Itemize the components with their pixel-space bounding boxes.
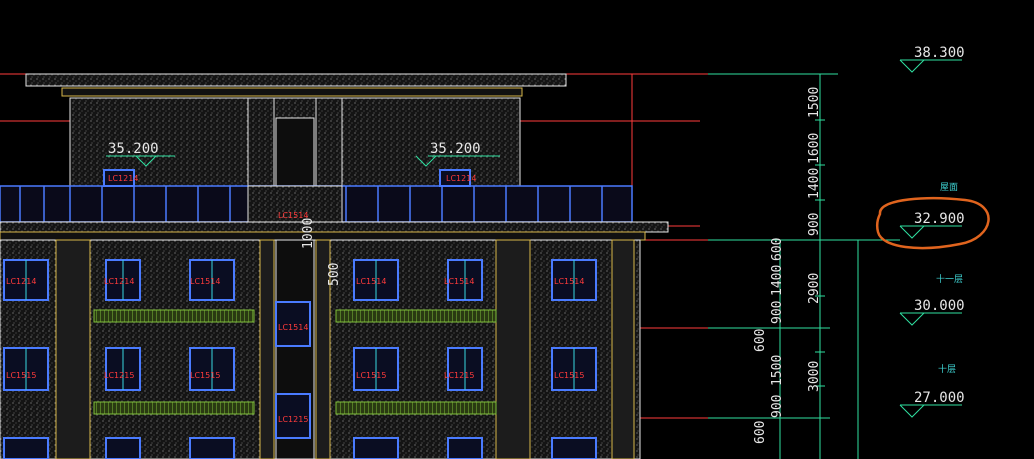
- dimension-label: 900: [807, 213, 822, 236]
- floor-tag: 屋面: [940, 182, 958, 193]
- window-tag: LC1515: [6, 371, 36, 380]
- window-tag: LC1514: [190, 277, 220, 286]
- elevation-label: 30.000: [914, 298, 965, 314]
- floor-tag: 十一层: [936, 273, 963, 285]
- floor-slab: [0, 221, 669, 233]
- highlight-circle: [875, 196, 990, 250]
- dimension-label: 1500: [770, 355, 785, 386]
- window-tag: LC1514: [278, 323, 308, 332]
- window-tag: LC1215: [444, 371, 474, 380]
- dimension-label: 2900: [807, 273, 822, 304]
- dimension-label: 1500: [807, 87, 822, 118]
- elevation-marker-38300: 38.300: [899, 45, 965, 73]
- elevation-label: 35.200: [108, 141, 159, 157]
- railing-balusters: [19, 186, 603, 222]
- window-tag: LC1515: [190, 371, 220, 380]
- elevation-marker-32900: 32.900: [899, 211, 965, 239]
- window-tag: LC1214: [446, 174, 476, 183]
- elevation-label: 32.900: [914, 211, 965, 227]
- window-tag: LC1514: [278, 211, 308, 220]
- railing-center-wall: [247, 185, 343, 223]
- window-tag: LC1214: [6, 277, 36, 286]
- facade-pilasters: [55, 239, 635, 459]
- dimension-lines: [708, 73, 900, 459]
- roof-trim: [61, 87, 523, 97]
- window-tag: LC1515: [554, 371, 584, 380]
- dimension-label: 1400: [770, 265, 785, 296]
- dimension-label: 500: [327, 263, 342, 286]
- dimension-label: 1000: [301, 218, 316, 249]
- window-tag: LC1215: [104, 371, 134, 380]
- dimension-label: 600: [753, 329, 768, 352]
- dimension-label: 1400: [807, 168, 822, 199]
- dimension-label: 900: [770, 301, 785, 324]
- elevation-marker-35200-right: 35.200: [415, 141, 500, 167]
- slab-trim: [0, 231, 646, 241]
- elevation-marker-27000: 27.000: [899, 390, 965, 418]
- window-tag: LC1515: [356, 371, 386, 380]
- window-mullions: [25, 260, 575, 390]
- elevation-label: 38.300: [914, 45, 965, 61]
- window-tag: LC1215: [278, 415, 308, 424]
- roof-eave: [25, 73, 567, 87]
- elevation-label: 35.200: [430, 141, 481, 157]
- dimension-label: 600: [770, 238, 785, 261]
- dimension-label: 900: [770, 395, 785, 418]
- balcony-hatching: [93, 309, 497, 415]
- dimension-label: 1600: [807, 133, 822, 164]
- window-tag: LC1514: [444, 277, 474, 286]
- elevation-marker-30000: 30.000: [899, 298, 965, 326]
- elevation-label: 27.000: [914, 390, 965, 406]
- dimension-label: 3000: [807, 361, 822, 392]
- elevation-marker-35200-left: 35.200: [106, 141, 175, 167]
- floor-tag: 十层: [938, 363, 956, 375]
- dimension-label: 600: [753, 421, 768, 444]
- window-tag: LC1214: [104, 277, 134, 286]
- window-tag: LC1514: [554, 277, 584, 286]
- window-tag: LC1514: [356, 277, 386, 286]
- window-tag: LC1214: [108, 174, 138, 183]
